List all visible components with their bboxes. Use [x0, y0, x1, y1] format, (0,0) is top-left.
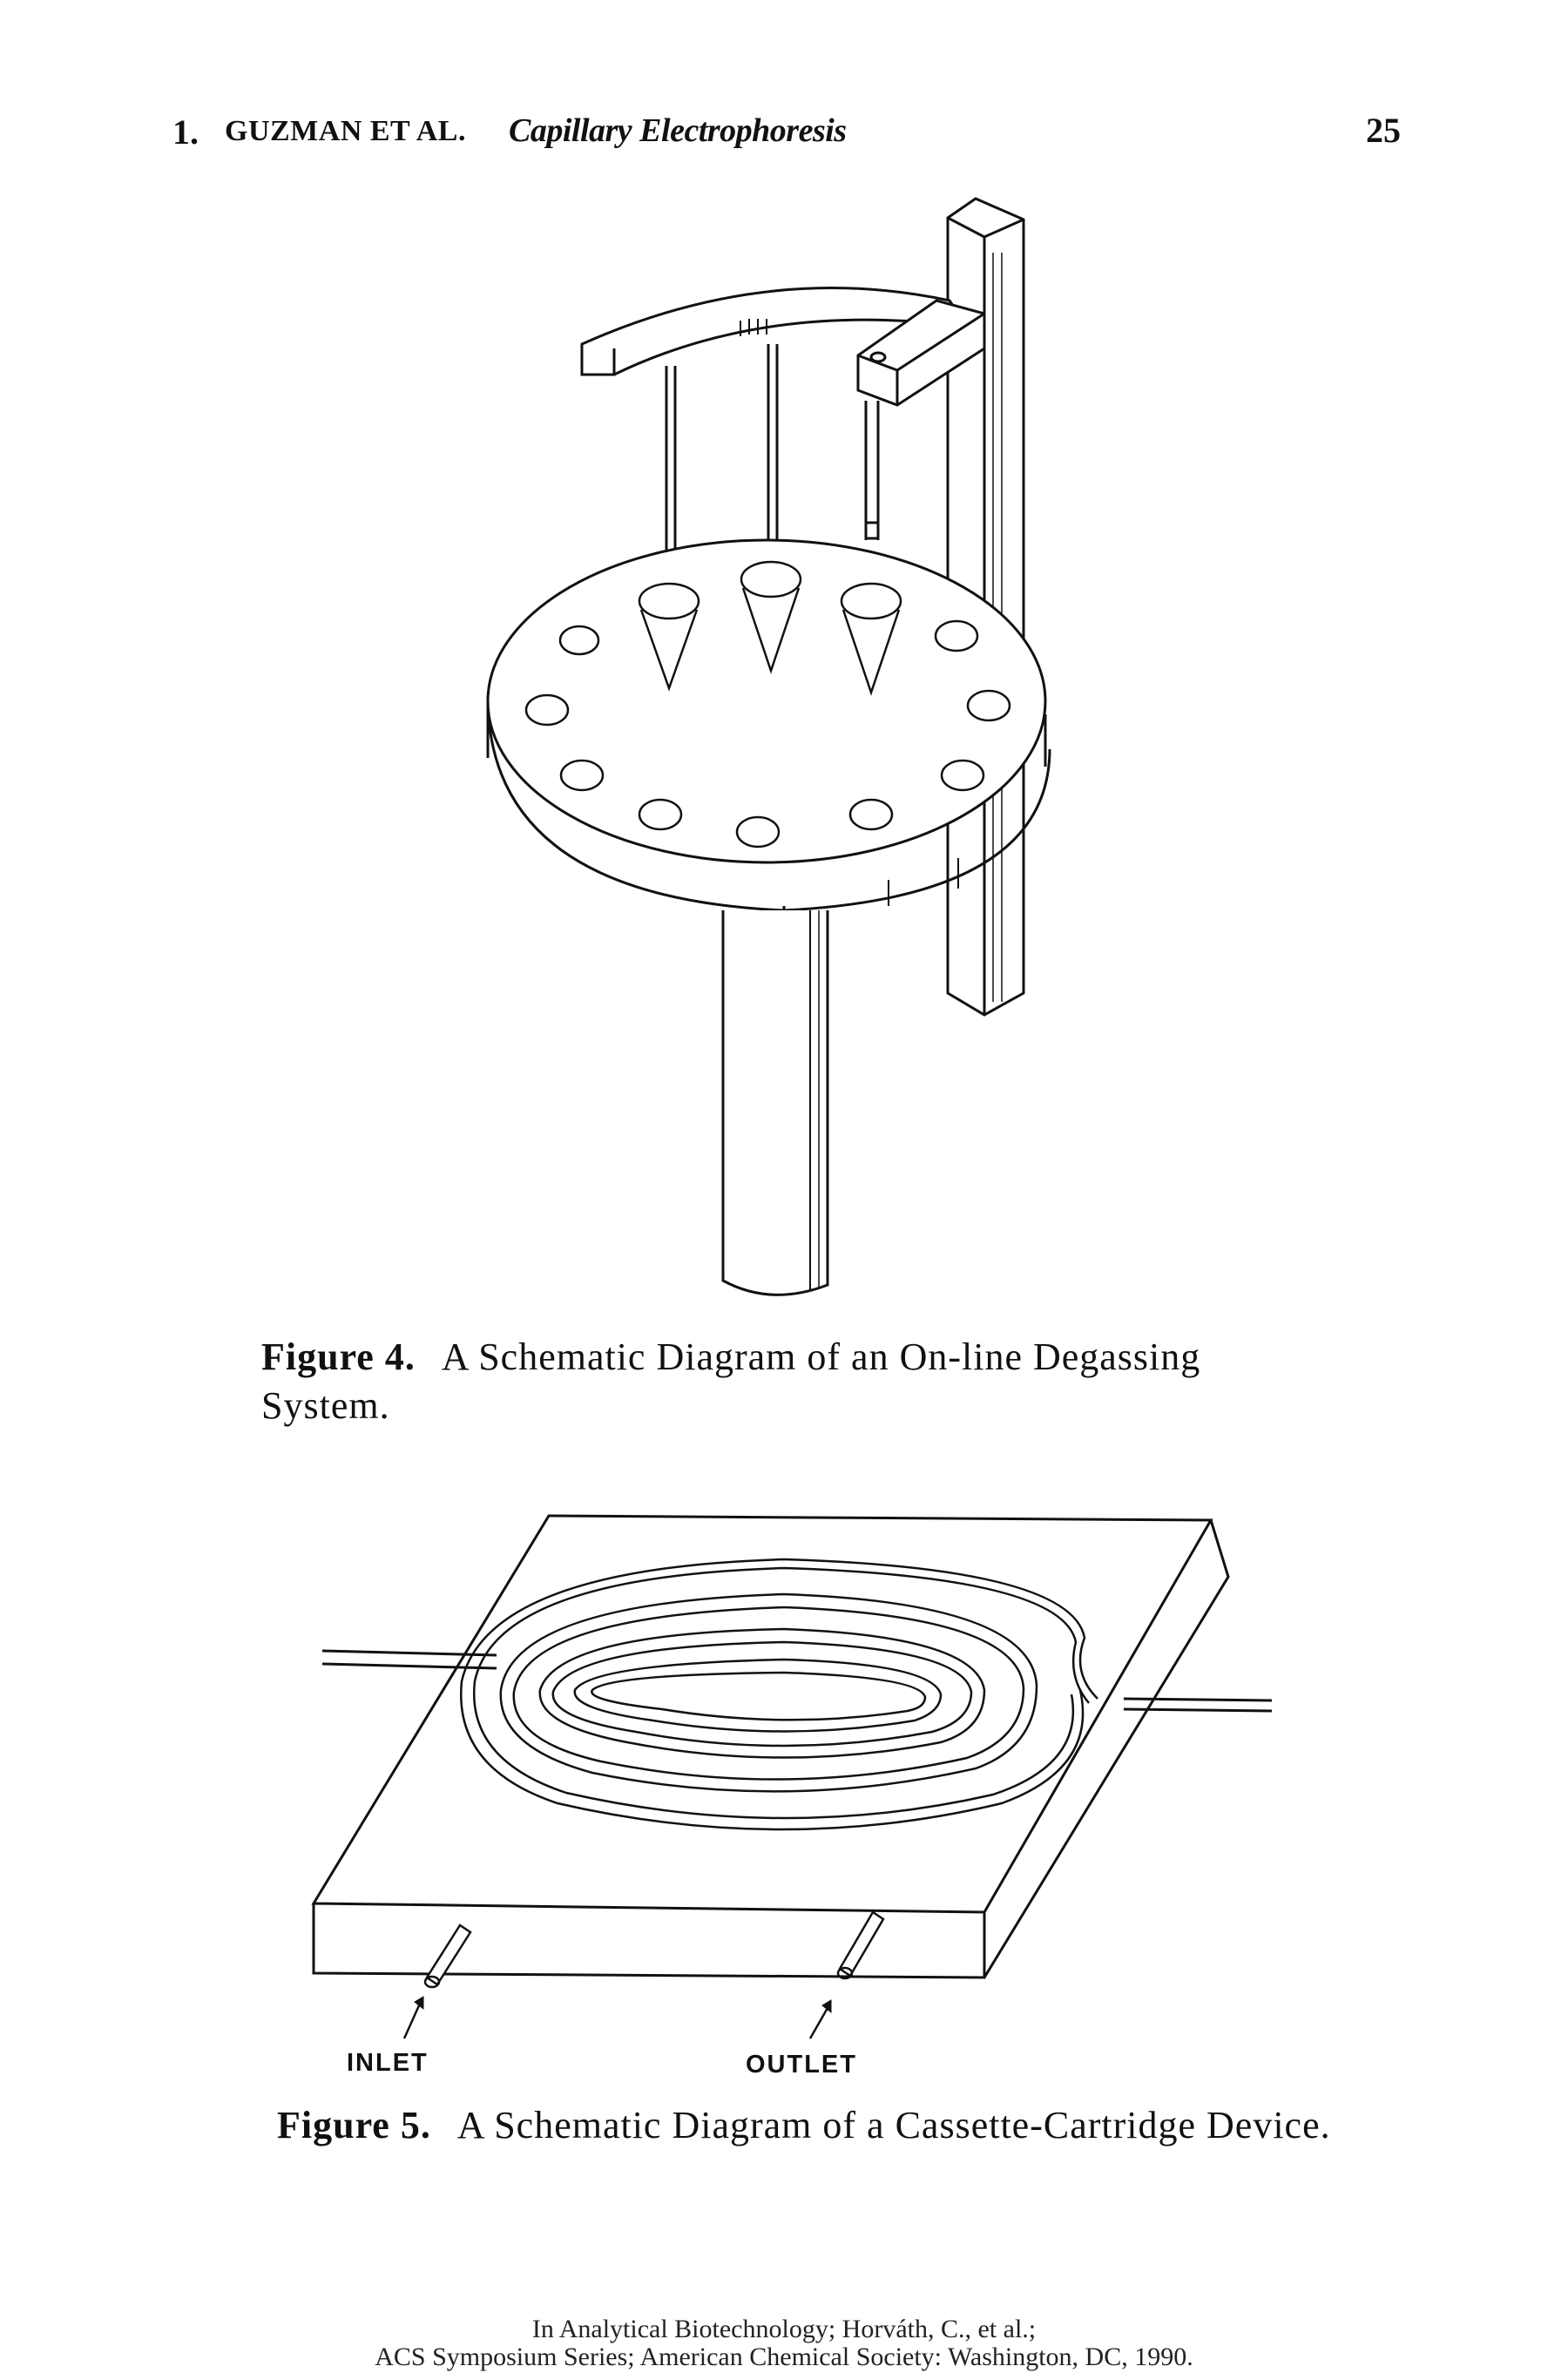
figure-4-caption: Figure 4.A Schematic Diagram of an On-li…: [261, 1333, 1324, 1430]
figure-5-caption: Figure 5. A Schematic Diagram of a Casset…: [277, 2101, 1348, 2150]
cassette-plate-front: [312, 1903, 986, 1979]
outlet-pin: [836, 1910, 885, 1980]
citation-line-1: In Analytical Biotechnology; Horváth, C.…: [531, 2315, 1037, 2343]
inlet-label: INLET: [347, 2049, 429, 2077]
citation-footer-2: ACS Symposium Series; American Chemical …: [0, 2343, 1568, 2371]
disc-holes: [524, 619, 1011, 848]
coil-loops: [459, 1558, 1098, 1831]
running-authors: GUZMAN ET AL.: [225, 115, 466, 147]
outlet-label: OUTLET: [746, 2051, 857, 2079]
figure-5-cassette-diagram: [311, 1514, 1273, 2039]
citation-line-2: ACS Symposium Series; American Chemical …: [375, 2343, 1193, 2371]
figure-5-label: Figure 5.: [277, 2104, 431, 2147]
outlet-arrow: [808, 2007, 829, 2039]
lower-post: [721, 910, 829, 1296]
inlet-pin: [423, 1923, 472, 1989]
figure-4-degassing-diagram: [486, 197, 1051, 1296]
cassette-plate-top: [311, 1514, 1213, 1914]
inlet-arrow: [402, 2003, 422, 2039]
figure-5-caption-text: A Schematic Diagram of a Cassette-Cartri…: [456, 2104, 1331, 2147]
chapter-number: 1.: [172, 112, 199, 152]
figure-4-label: Figure 4.: [261, 1335, 416, 1378]
page-number: 25: [1366, 111, 1401, 150]
running-title: Capillary Electrophoresis: [509, 112, 847, 149]
vial-cones: [638, 560, 902, 696]
citation-footer: In Analytical Biotechnology; Horváth, C.…: [0, 2314, 1568, 2345]
clamp-block: [856, 299, 986, 407]
figure-4-caption-text: A Schematic Diagram of an On-line Degass…: [261, 1335, 1201, 1427]
